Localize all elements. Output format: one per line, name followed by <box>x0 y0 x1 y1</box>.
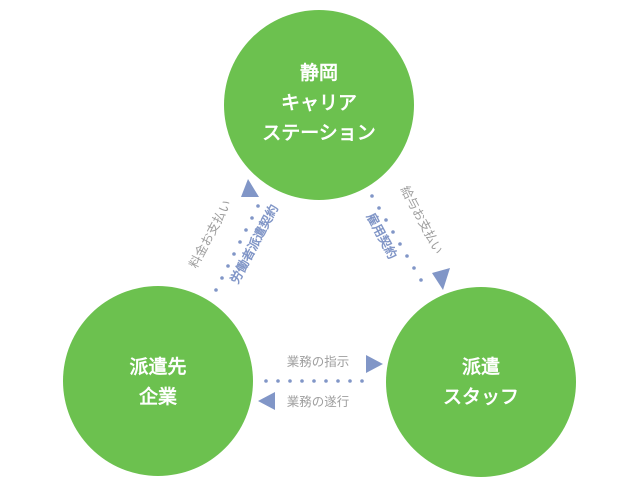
node-agency-circle <box>224 10 414 200</box>
edge-right: 給与お支払い 雇用契約 <box>364 183 450 290</box>
edge-bottom-left-arrow-icon <box>258 392 275 410</box>
edge-right-upper-label: 給与お支払い <box>398 183 446 256</box>
edge-bottom-right-arrow-icon <box>366 355 383 373</box>
node-staff-line-2: スタッフ <box>443 386 519 408</box>
node-client-circle <box>63 286 253 476</box>
edge-bottom: 業務の指示 業務の遂行 <box>258 354 383 410</box>
edge-right-lower-label: 雇用契約 <box>364 210 401 261</box>
node-agency-line-2: キャリア <box>281 92 357 114</box>
node-staff-line-1: 派遣 <box>462 355 500 378</box>
edge-right-arrow-icon <box>432 268 450 290</box>
edge-bottom-dots <box>264 379 364 383</box>
node-staff-circle <box>386 287 576 477</box>
edge-left-arrow-icon <box>241 179 259 197</box>
node-agency-line-1: 静岡 <box>300 61 338 84</box>
node-client: 派遣先 企業 <box>63 286 253 476</box>
edge-left: 料金お支払い 労働者派遣契約 <box>186 179 281 292</box>
node-staff: 派遣 スタッフ <box>386 287 576 477</box>
edge-right-dots <box>370 194 423 282</box>
node-client-line-1: 派遣先 <box>129 355 186 378</box>
edge-left-dots <box>214 204 260 292</box>
edge-left-upper-label: 料金お支払い <box>186 197 234 270</box>
node-agency: 静岡 キャリア ステーション <box>224 10 414 200</box>
edge-bottom-upper-label: 業務の指示 <box>287 354 350 369</box>
edge-bottom-lower-label: 業務の遂行 <box>287 394 350 409</box>
edge-left-lower-label: 労働者派遣契約 <box>227 202 281 286</box>
node-client-line-2: 企業 <box>138 385 178 408</box>
node-agency-line-3: ステーション <box>262 122 376 144</box>
